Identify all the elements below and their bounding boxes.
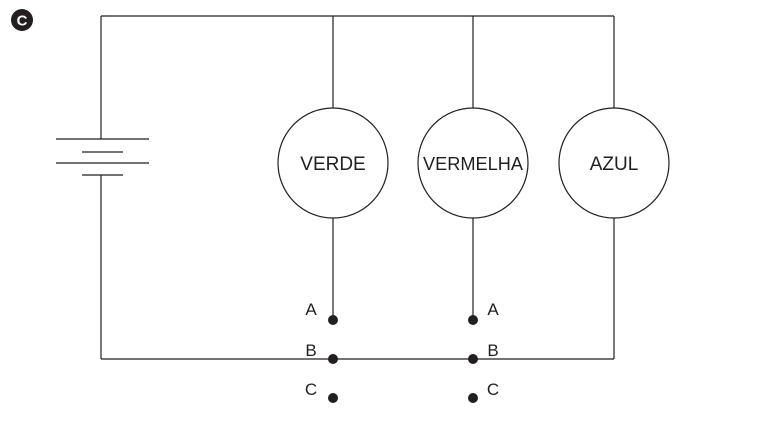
left-switch: A B C [305, 300, 338, 403]
blue-lamp-label: AZUL [590, 154, 639, 175]
option-badge: C [11, 9, 33, 31]
left-terminal-b-label: B [305, 341, 316, 360]
green-lamp-label: VERDE [300, 154, 365, 175]
left-terminal-a-dot [328, 315, 338, 325]
left-terminal-c-dot [328, 393, 338, 403]
right-switch: A B C [468, 300, 499, 403]
option-badge-letter: C [17, 13, 28, 30]
left-terminal-c-label: C [305, 380, 317, 399]
red-lamp-label: VERMELHA [423, 154, 523, 174]
right-terminal-a-dot [468, 315, 478, 325]
left-terminal-b-dot [328, 354, 338, 364]
right-terminal-b-label: B [487, 341, 498, 360]
right-terminal-c-label: C [487, 380, 499, 399]
battery-symbol [56, 138, 149, 176]
left-terminal-a-label: A [305, 300, 317, 319]
option-badge-circle [11, 9, 33, 31]
right-terminal-a-label: A [487, 300, 499, 319]
right-terminal-b-dot [468, 354, 478, 364]
right-terminal-c-dot [468, 393, 478, 403]
